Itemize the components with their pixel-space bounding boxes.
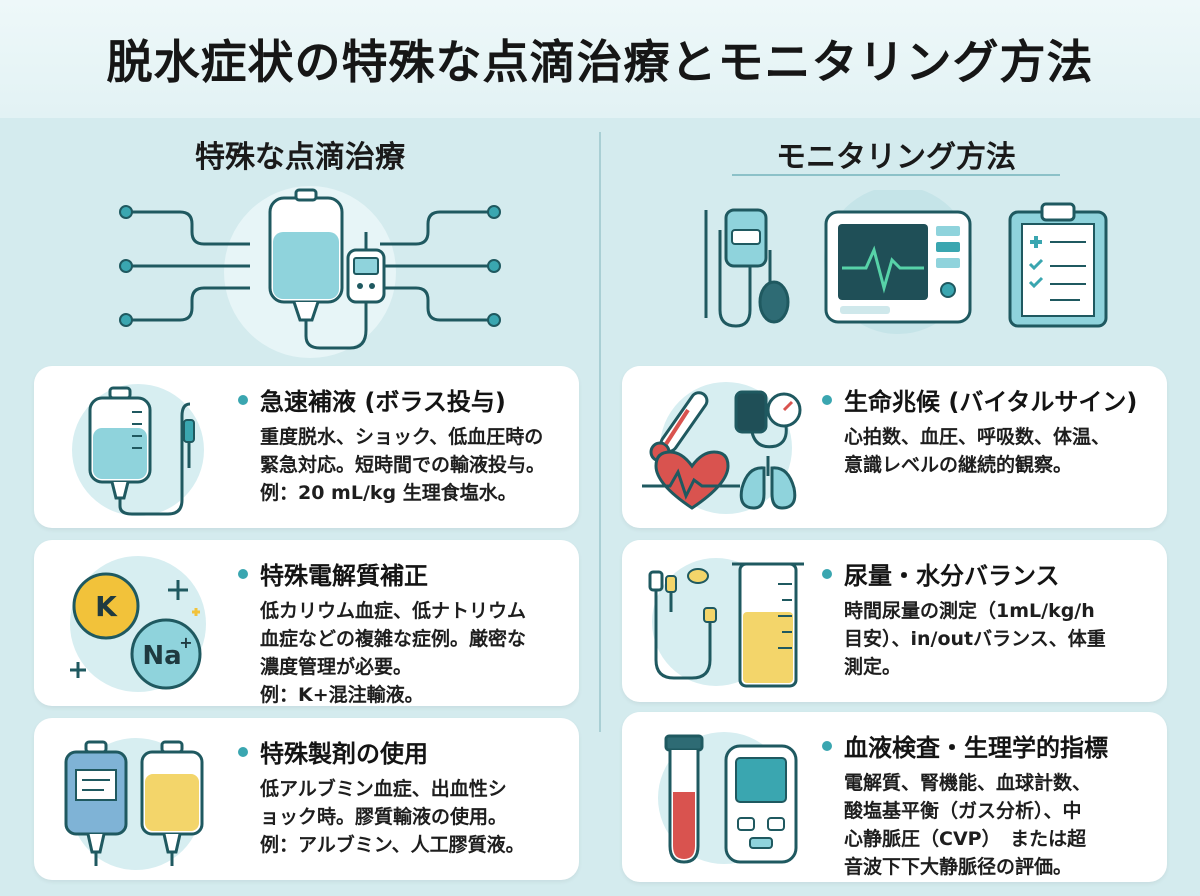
card-text: 生命兆候 (バイタルサイン) 心拍数、血圧、呼吸数、体温、 意識レベルの継続的観… bbox=[822, 382, 1153, 479]
header: 脱水症状の特殊な点滴治療とモニタリング方法 bbox=[0, 0, 1200, 118]
column-divider bbox=[599, 132, 601, 732]
monitoring-hero bbox=[690, 186, 1120, 340]
heart-icon bbox=[642, 450, 740, 510]
sphygmomanometer-icon bbox=[704, 208, 790, 328]
card-rapid-infusion: 急速補液 (ボラス投与) 重度脱水、ショック、低血圧時の 緊急対応。短時間での輸… bbox=[34, 366, 579, 528]
card-body: 重度脱水、ショック、低血圧時の 緊急対応。短時間での輸液投与。 例：20 mL/… bbox=[260, 426, 546, 504]
icon-area bbox=[48, 728, 218, 876]
card-body: 時間尿量の測定（1mL/kg/h 目安）、in/outバランス、体重 測定。 bbox=[844, 600, 1106, 678]
clipboard-checklist-icon bbox=[1008, 202, 1108, 328]
bullet-icon bbox=[238, 394, 248, 405]
test-tube-icon bbox=[664, 734, 704, 864]
card-title: 特殊電解質補正 bbox=[238, 556, 565, 591]
sodium-circle bbox=[130, 618, 202, 690]
card-special-preparations: 特殊製剤の使用 低アルブミン血症、出血性シ ョック時。膠質輸液の使用。 例：アル… bbox=[34, 718, 579, 880]
bullet-icon bbox=[822, 740, 832, 751]
blood-pressure-cuff-icon bbox=[734, 390, 802, 449]
iv-drip-circuit-icon bbox=[119, 186, 501, 358]
icon-area bbox=[48, 376, 218, 522]
card-electrolyte-correction: K Na + 特殊電解質補正 低カリウム血症、低ナトリウム 血症などの複雑な症例… bbox=[34, 540, 579, 706]
electrolyte-ions-icon: K Na + bbox=[70, 556, 206, 692]
right-column-heading: モニタリング方法 bbox=[732, 132, 1060, 176]
card-text: 急速補液 (ボラス投与) 重度脱水、ショック、低血圧時の 緊急対応。短時間での輸… bbox=[238, 382, 565, 507]
vital-signs-icon bbox=[642, 382, 802, 514]
card-title-text: 血液検査・生理学的指標 bbox=[844, 734, 1108, 762]
catheter-icon bbox=[648, 568, 717, 680]
card-title-text: 尿量・水分バランス bbox=[844, 562, 1060, 590]
heart-monitor-icon bbox=[824, 210, 972, 324]
card-text: 血液検査・生理学的指標 電解質、腎機能、血球計数、 酸塩基平衡（ガス分析）、中 … bbox=[822, 728, 1153, 881]
card-title: 血液検査・生理学的指標 bbox=[822, 728, 1153, 763]
bullet-icon bbox=[238, 568, 248, 579]
card-title: 特殊製剤の使用 bbox=[238, 734, 565, 769]
measuring-cylinder-icon bbox=[732, 562, 804, 688]
card-body: 心拍数、血圧、呼吸数、体温、 意識レベルの継続的観察。 bbox=[844, 426, 1111, 476]
card-title-text: 特殊製剤の使用 bbox=[260, 740, 428, 768]
card-text: 特殊製剤の使用 低アルブミン血症、出血性シ ョック時。膠質輸液の使用。 例：アル… bbox=[238, 734, 565, 859]
icon-area bbox=[636, 376, 812, 522]
thermometer-icon bbox=[649, 391, 709, 463]
card-title: 尿量・水分バランス bbox=[822, 556, 1153, 591]
colloid-bags-icon bbox=[64, 738, 204, 870]
card-title-text: 生命兆候 (バイタルサイン) bbox=[844, 388, 1138, 416]
card-title: 生命兆候 (バイタルサイン) bbox=[822, 382, 1153, 417]
icon-area: K Na + bbox=[48, 550, 218, 700]
icon-area bbox=[636, 722, 812, 876]
svg-text:Na: Na bbox=[142, 641, 181, 671]
card-body: 電解質、腎機能、血球計数、 酸塩基平衡（ガス分析）、中 心静脈圧（CVP） また… bbox=[844, 772, 1092, 878]
urine-measurement-icon bbox=[648, 558, 804, 688]
card-title-text: 特殊電解質補正 bbox=[260, 562, 428, 590]
card-title: 急速補液 (ボラス投与) bbox=[238, 382, 565, 417]
card-vital-signs: 生命兆候 (バイタルサイン) 心拍数、血圧、呼吸数、体温、 意識レベルの継続的観… bbox=[622, 366, 1167, 528]
blood-analyzer-icon bbox=[724, 744, 798, 864]
iv-drip-hero bbox=[110, 180, 510, 360]
card-urine-balance: 尿量・水分バランス 時間尿量の測定（1mL/kg/h 目安）、in/outバラン… bbox=[622, 540, 1167, 702]
iv-bag-icon bbox=[72, 384, 204, 516]
monitoring-equipment-icon bbox=[704, 186, 1108, 334]
card-body: 低アルブミン血症、出血性シ ョック時。膠質輸液の使用。 例：アルブミン、人工膠質… bbox=[260, 778, 525, 856]
left-column-heading: 特殊な点滴治療 bbox=[195, 140, 405, 175]
page-title: 脱水症状の特殊な点滴治療とモニタリング方法 bbox=[106, 35, 1094, 89]
bullet-icon bbox=[238, 746, 248, 757]
card-text: 尿量・水分バランス 時間尿量の測定（1mL/kg/h 目安）、in/outバラン… bbox=[822, 556, 1153, 681]
icon-area bbox=[636, 550, 812, 698]
card-text: 特殊電解質補正 低カリウム血症、低ナトリウム 血症などの複雑な症例。厳密な 濃度… bbox=[238, 556, 565, 709]
svg-text:K: K bbox=[95, 590, 118, 623]
blood-test-icon bbox=[658, 732, 798, 864]
lungs-icon bbox=[739, 456, 797, 510]
card-title-text: 急速補液 (ボラス投与) bbox=[260, 388, 506, 416]
card-blood-tests: 血液検査・生理学的指標 電解質、腎機能、血球計数、 酸塩基平衡（ガス分析）、中 … bbox=[622, 712, 1167, 882]
bullet-icon bbox=[822, 394, 832, 405]
card-body: 低カリウム血症、低ナトリウム 血症などの複雑な症例。厳密な 濃度管理が必要。 例… bbox=[260, 600, 527, 706]
bullet-icon bbox=[822, 568, 832, 579]
potassium-circle bbox=[72, 572, 140, 640]
svg-text:+: + bbox=[179, 633, 192, 652]
